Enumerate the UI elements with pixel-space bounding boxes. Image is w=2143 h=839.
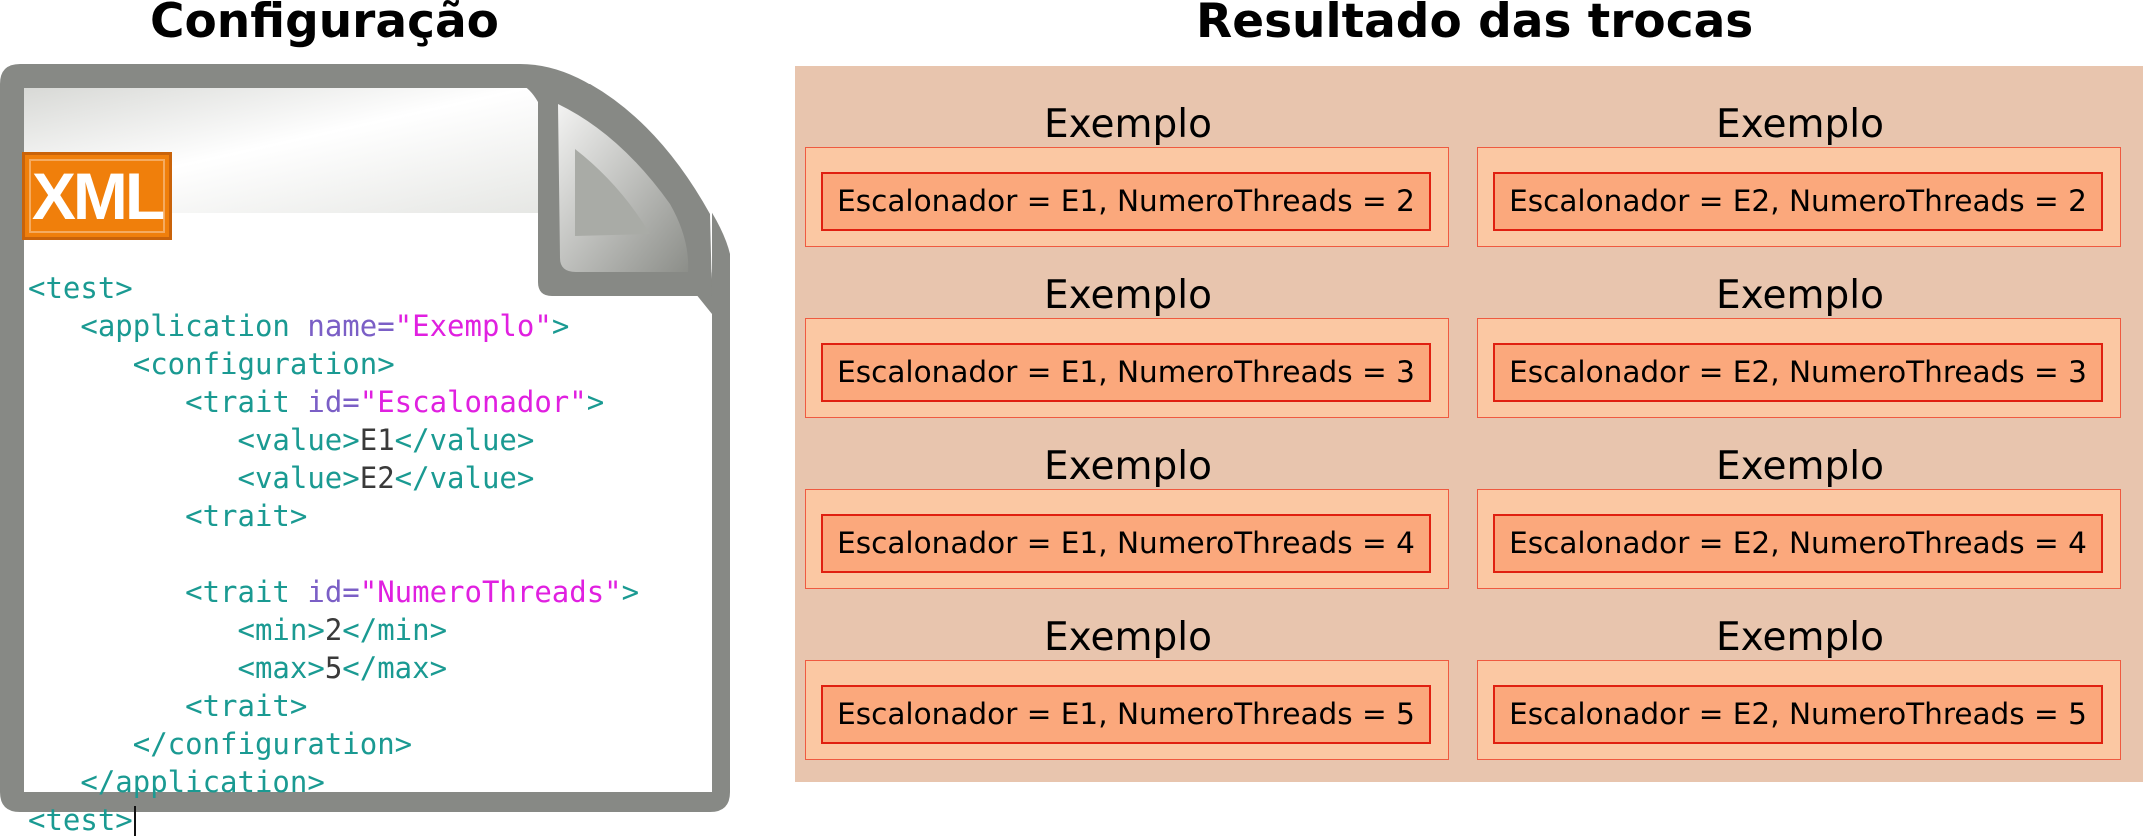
configuration-heading: Configuração [150, 0, 499, 49]
code-token: id= [307, 385, 360, 419]
result-card-title: Exemplo [1716, 444, 1884, 489]
code-token: > [586, 385, 605, 419]
code-token: "Exemplo" [394, 309, 552, 343]
code-token: <trait> [28, 499, 308, 533]
result-card-frame: Escalonador = E2, NumeroThreads = 2 [1477, 147, 2121, 247]
code-line: <trait> [28, 687, 639, 725]
code-token: <max> [28, 651, 325, 685]
code-line: </configuration> [28, 725, 639, 763]
code-line [28, 535, 639, 573]
result-config-box: Escalonador = E2, NumeroThreads = 2 [1493, 172, 2103, 231]
code-token: > [621, 575, 640, 609]
code-line: <test> [28, 801, 639, 839]
code-line: <max>5</max> [28, 649, 639, 687]
text-cursor [133, 806, 136, 836]
result-card-frame: Escalonador = E2, NumeroThreads = 3 [1477, 318, 2121, 418]
result-card-title: Exemplo [1044, 615, 1212, 660]
code-token: </min> [342, 613, 448, 647]
result-config-label: Escalonador = E2, NumeroThreads = 5 [1509, 697, 2087, 731]
result-config-box: Escalonador = E2, NumeroThreads = 5 [1493, 685, 2103, 744]
code-line: <min>2</min> [28, 611, 639, 649]
xml-document-icon: XML <test> <application name="Exemplo"> … [0, 64, 730, 837]
result-card-title: Exemplo [1044, 444, 1212, 489]
results-heading: Resultado das trocas [1196, 0, 1754, 49]
result-config-box: Escalonador = E1, NumeroThreads = 3 [821, 343, 1431, 402]
result-card-frame: Escalonador = E2, NumeroThreads = 4 [1477, 489, 2121, 589]
code-line: <value>E2</value> [28, 459, 639, 497]
code-token: </max> [342, 651, 448, 685]
code-line: <value>E1</value> [28, 421, 639, 459]
code-token: </value> [394, 461, 535, 495]
result-config-label: Escalonador = E2, NumeroThreads = 4 [1509, 526, 2087, 560]
code-line: </application> [28, 763, 639, 801]
result-card-title: Exemplo [1716, 615, 1884, 660]
result-card-frame: Escalonador = E1, NumeroThreads = 2 [805, 147, 1449, 247]
code-token: <trait [28, 385, 308, 419]
code-token: <trait> [28, 689, 308, 723]
result-card-frame: Escalonador = E1, NumeroThreads = 5 [805, 660, 1449, 760]
code-token: <trait [28, 575, 308, 609]
result-config-label: Escalonador = E1, NumeroThreads = 5 [837, 697, 1415, 731]
code-token: <value> [28, 461, 360, 495]
code-line: <trait> [28, 497, 639, 535]
code-token: <value> [28, 423, 360, 457]
code-token: </value> [394, 423, 535, 457]
code-token: 2 [324, 613, 343, 647]
code-token: <application [28, 309, 308, 343]
result-card-title: Exemplo [1716, 102, 1884, 147]
code-token: name= [307, 309, 395, 343]
xml-badge: XML [22, 152, 172, 240]
code-token: <test> [28, 803, 133, 837]
result-config-label: Escalonador = E2, NumeroThreads = 3 [1509, 355, 2087, 389]
result-config-label: Escalonador = E1, NumeroThreads = 3 [837, 355, 1415, 389]
code-token: E1 [359, 423, 395, 457]
result-card-frame: Escalonador = E2, NumeroThreads = 5 [1477, 660, 2121, 760]
result-config-box: Escalonador = E1, NumeroThreads = 2 [821, 172, 1431, 231]
result-card-frame: Escalonador = E1, NumeroThreads = 4 [805, 489, 1449, 589]
result-config-label: Escalonador = E2, NumeroThreads = 2 [1509, 184, 2087, 218]
xml-code-block: <test> <application name="Exemplo"> <con… [28, 269, 639, 839]
code-token: id= [307, 575, 360, 609]
code-token: 5 [324, 651, 343, 685]
code-token: <test> [28, 271, 133, 305]
result-config-box: Escalonador = E1, NumeroThreads = 4 [821, 514, 1431, 573]
code-line: <test> [28, 269, 639, 307]
result-card-title: Exemplo [1044, 102, 1212, 147]
code-token: <min> [28, 613, 325, 647]
code-line: <trait id="Escalonador"> [28, 383, 639, 421]
code-token: "Escalonador" [359, 385, 587, 419]
code-token: <configuration> [28, 347, 395, 381]
result-card-title: Exemplo [1044, 273, 1212, 318]
code-token: > [551, 309, 570, 343]
code-token: </configuration> [28, 727, 413, 761]
xml-badge-label: XML [31, 159, 165, 233]
code-token: E2 [359, 461, 395, 495]
result-card-frame: Escalonador = E1, NumeroThreads = 3 [805, 318, 1449, 418]
result-config-label: Escalonador = E1, NumeroThreads = 2 [837, 184, 1415, 218]
code-token: </application> [28, 765, 325, 799]
result-config-box: Escalonador = E1, NumeroThreads = 5 [821, 685, 1431, 744]
code-line: <application name="Exemplo"> [28, 307, 639, 345]
code-line: <configuration> [28, 345, 639, 383]
result-config-box: Escalonador = E2, NumeroThreads = 4 [1493, 514, 2103, 573]
code-line: <trait id="NumeroThreads"> [28, 573, 639, 611]
result-config-box: Escalonador = E2, NumeroThreads = 3 [1493, 343, 2103, 402]
result-config-label: Escalonador = E1, NumeroThreads = 4 [837, 526, 1415, 560]
result-card-title: Exemplo [1716, 273, 1884, 318]
code-token: "NumeroThreads" [359, 575, 622, 609]
